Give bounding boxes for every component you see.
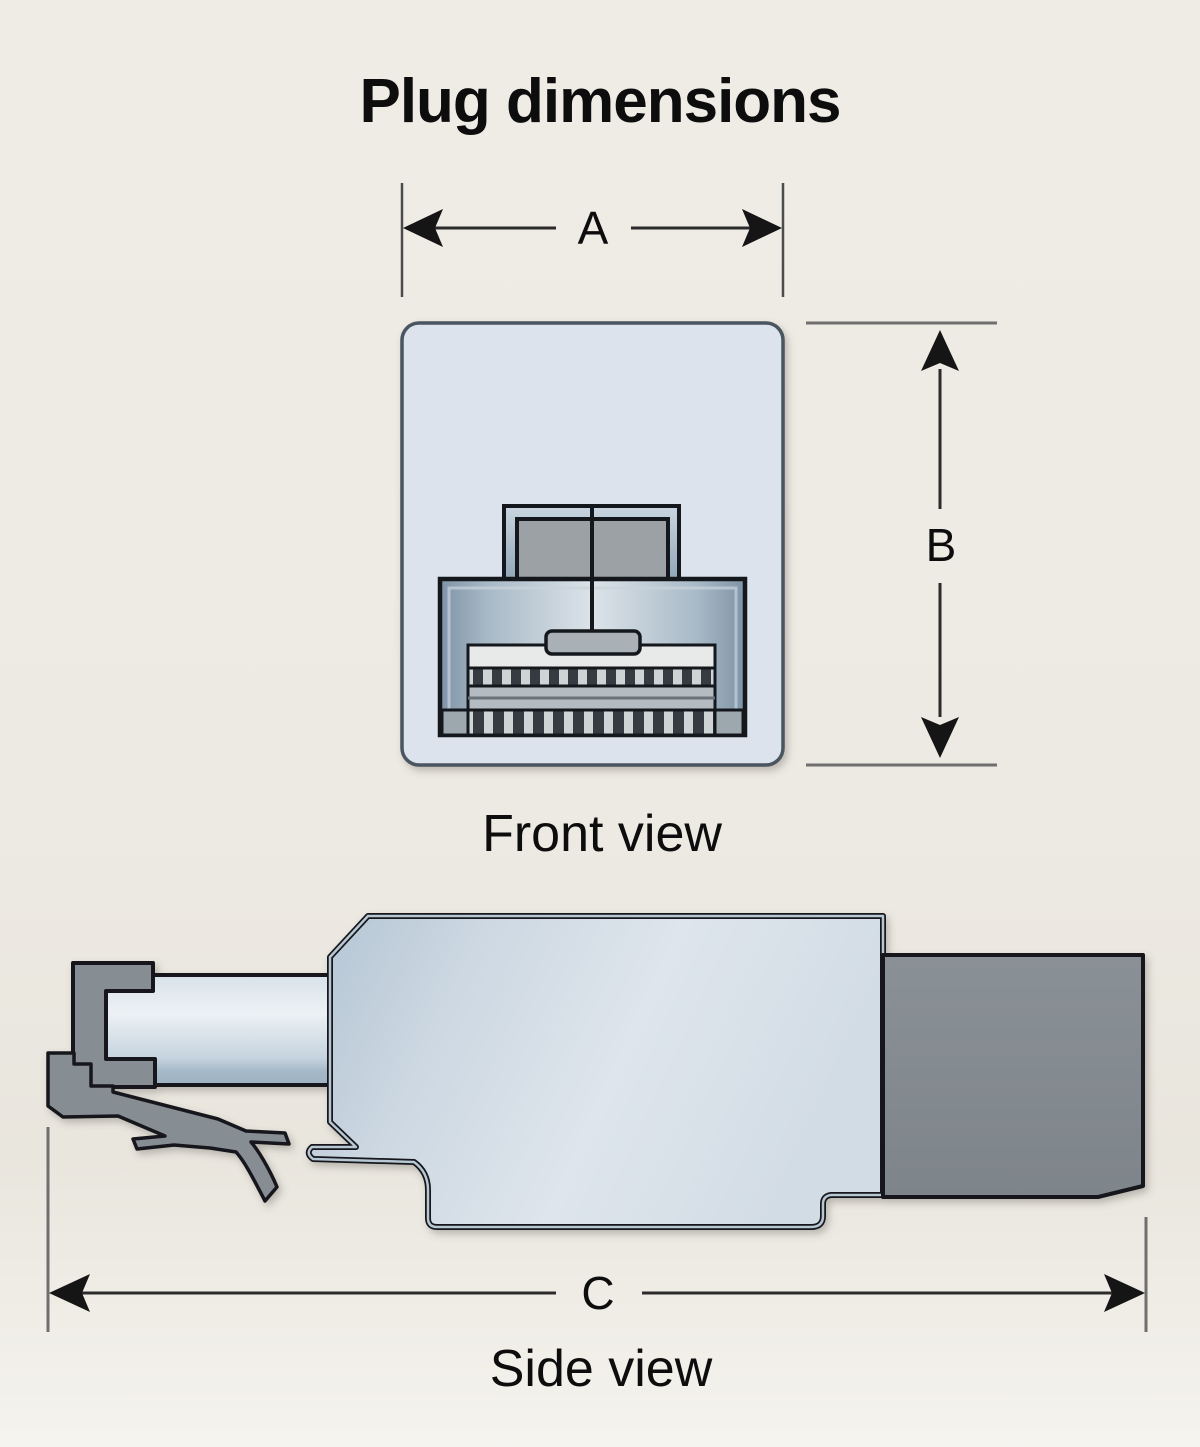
front-view-caption: Front view	[482, 805, 722, 863]
dim-b-arrowhead-up-icon	[921, 330, 959, 371]
plug-center-bar	[544, 629, 642, 656]
dim-c-label: C	[581, 1267, 614, 1319]
dim-c-arrowhead-right-icon	[1104, 1274, 1145, 1312]
dim-a-label: A	[578, 202, 609, 254]
contact-pin-row-lower	[466, 708, 717, 737]
dim-c-arrowhead-left-icon	[49, 1274, 90, 1312]
plug-boot-body	[305, 913, 886, 1230]
side-view-plug	[46, 913, 1145, 1230]
dim-a-arrowhead-right-icon	[742, 209, 782, 247]
contact-pin-row-upper	[466, 666, 717, 688]
dim-a-arrowhead-left-icon	[403, 209, 443, 247]
plug-boot-inner-edge	[307, 914, 885, 1229]
dim-b-label: B	[926, 519, 957, 571]
side-view-caption: Side view	[490, 1340, 713, 1398]
dimension-b: B	[806, 321, 997, 767]
front-view-plug	[437, 504, 748, 738]
dimension-a: A	[400, 183, 785, 297]
dim-b-arrowhead-down-icon	[921, 717, 959, 758]
cable-segment	[881, 953, 1145, 1199]
dimension-c: C	[46, 1127, 1148, 1332]
page-title: Plug dimensions	[359, 67, 840, 136]
plug-latch-lever	[46, 1051, 291, 1203]
